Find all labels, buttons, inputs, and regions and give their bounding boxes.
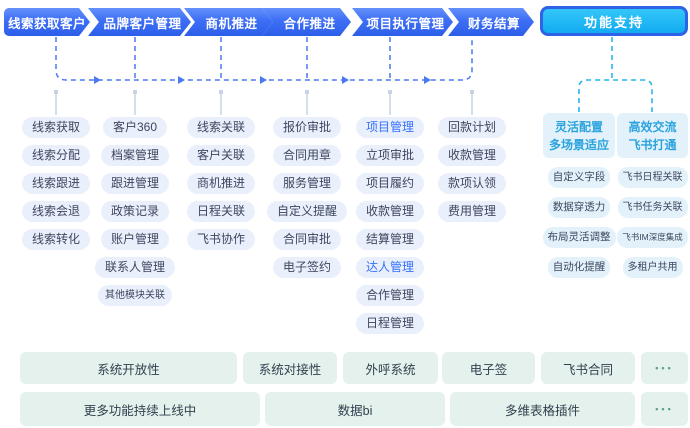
diagram-node: 其他模块关联 [98,285,172,306]
diagram-node: 合作管理 [355,285,424,306]
diagram-node: 达人管理 [355,257,424,278]
diagram-node: 电子签约 [272,257,341,278]
diagram-node: 账户管理 [100,229,169,250]
stage-lead-acquisition[interactable]: 线索获取客户 [4,8,90,36]
capability-system-docking: 系统对接性 [243,352,337,384]
diagram-node: 线索跟进 [21,173,90,194]
flow-arrowheads [94,76,431,84]
diagram-node: 报价审批 [272,117,341,138]
diagram-node: 线索会退 [21,201,90,222]
capability-call-system: 外呼系统 [343,352,438,384]
column-brand-customer: 客户360 档案管理跟进管理政策记录账户管理联系人管理其他模块关联 [93,117,177,306]
diagram-node: 联系人管理 [94,257,175,278]
diagram-node: 结算管理 [355,229,424,250]
diagram-node: 客户360 [102,117,168,138]
diagram-node: 政策记录 [100,201,169,222]
capability-system-openness: 系统开放性 [20,352,237,384]
support-feishu-items: 飞书日程关联飞书任务关联飞书IM深度集成多租户共用 [617,167,688,278]
diagram-node: 收款管理 [355,201,424,222]
diagram-node: 飞书日程关联 [617,167,688,188]
capability-esign: 电子签 [442,352,535,384]
stage-brand-customer[interactable]: 品牌客户管理 [88,8,191,36]
support-button[interactable]: 功能支持 [540,6,688,36]
diagram-node: 费用管理 [437,201,506,222]
diagram-node: 回款计划 [437,117,506,138]
diagram-node: 布局灵活调整 [542,227,616,248]
diagram-node: 档案管理 [100,145,169,166]
diagram-node: 客户关联 [186,145,255,166]
column-lead-acquisition: 线索获取线索分配线索跟进线索会退线索转化 [14,117,98,250]
diagram-node: 数据穿透力 [547,197,611,218]
more-dots-icon: ••• [641,352,688,384]
column-cooperation: 报价审批合同用章服务管理自定义提醒合同审批电子签约 [263,117,351,278]
diagram-node: 跟进管理 [100,173,169,194]
diagram-node: 合同审批 [272,229,341,250]
diagram-node: 收款管理 [437,145,506,166]
support-group-feishu: 高效交流 飞书打通 飞书日程关联飞书任务关联飞书IM深度集成多租户共用 [617,113,688,278]
diagram-node: 线索分配 [21,145,90,166]
support-title-line: 灵活配置 [554,119,603,134]
capability-data-bi: 数据bi [265,392,445,426]
stage-cooperation[interactable]: 合作推进 [262,8,351,36]
diagram-node: 服务管理 [272,173,341,194]
support-config-items: 自定义字段数据穿透力布局灵活调整自动化提醒 [542,167,616,278]
support-group-feishu-title: 高效交流 飞书打通 [617,113,688,158]
diagram-node: 线索获取 [21,117,90,138]
diagram-node: 飞书任务关联 [617,197,688,218]
diagram-node: 合同用章 [272,145,341,166]
stage-opportunity[interactable]: 商机推进 [184,8,273,36]
column-opportunity: 线索关联客户关联商机推进日程关联飞书协作 [179,117,263,250]
support-title-line: 高效交流 [628,119,677,134]
more-dots-icon: ••• [641,392,688,426]
diagram-node: 多租户共用 [622,257,683,278]
capability-more-features: 更多功能持续上线中 [20,392,260,426]
diagram-node: 款项认领 [437,173,506,194]
diagram-node: 商机推进 [186,173,255,194]
support-title-line: 多场景适应 [548,137,609,152]
support-group-config-title: 灵活配置 多场景适应 [543,113,615,158]
diagram-node: 立项审批 [355,145,424,166]
capability-feishu-contract: 飞书合同 [541,352,635,384]
column-finance: 回款计划收款管理款项认领费用管理 [430,117,514,222]
capability-multidim-table: 多维表格插件 [450,392,635,426]
support-title-line: 飞书打通 [628,137,677,152]
diagram-node: 自定义提醒 [266,201,347,222]
diagram-node: 日程管理 [355,313,424,334]
diagram-node: 自动化提醒 [547,257,611,278]
column-stubs [55,94,473,115]
stage-project-execution[interactable]: 项目执行管理 [352,8,453,36]
diagram-node: 飞书IM深度集成 [617,227,688,248]
diagram-node: 项目履约 [355,173,424,194]
stage-finance[interactable]: 财务结算 [448,8,534,36]
support-group-config: 灵活配置 多场景适应 自定义字段数据穿透力布局灵活调整自动化提醒 [542,113,616,278]
diagram-node: 日程关联 [186,201,255,222]
diagram-node: 项目管理 [355,117,424,138]
diagram-node: 线索转化 [21,229,90,250]
diagram-node: 自定义字段 [547,167,611,188]
column-project-execution: 项目管理立项审批项目履约收款管理结算管理达人管理合作管理日程管理 [348,117,432,334]
diagram-node: 线索关联 [186,117,255,138]
diagram-node: 飞书协作 [186,229,255,250]
